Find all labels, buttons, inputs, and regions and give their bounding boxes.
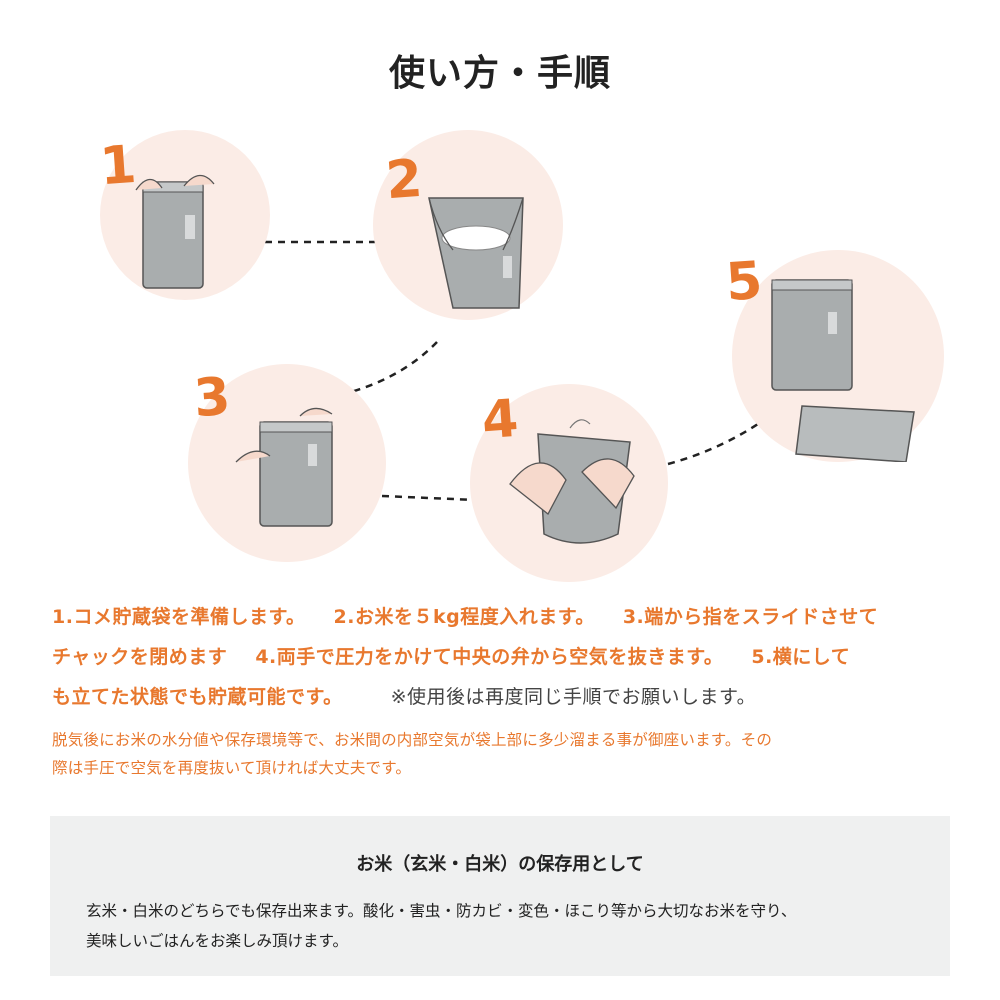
instruction-step-3a: 3.端から指をスライドさせて — [622, 606, 879, 628]
step-2-circle — [373, 130, 563, 320]
sliding-zipper-bag-icon — [235, 407, 333, 527]
info-body-line-2: 美味しいごはんをお楽しみ頂けます。 — [86, 932, 348, 950]
instruction-step-4: 4.両手で圧力をかけて中央の弁から空気を抜きます。 — [255, 646, 724, 668]
step-1-number: 1 — [97, 134, 139, 198]
storage-info-box: お米（玄米・白米）の保存用として 玄米・白米のどちらでも保存出来ます。酸化・害虫… — [50, 816, 950, 976]
page-title: 使い方・手順 — [388, 53, 611, 94]
instruction-step-1: 1.コメ貯蔵袋を準備します。 — [52, 606, 306, 628]
reuse-note: ※使用後は再度同じ手順でお願いします。 — [390, 686, 757, 708]
instruction-line-3: も立てた状態でも貯蔵可能です。 ※使用後は再度同じ手順でお願いします。 — [52, 677, 952, 717]
info-box-title: お米（玄米・白米）の保存用として — [356, 854, 644, 875]
step-3-circle — [188, 364, 386, 562]
air-notice: 脱気後にお米の水分値や保存環境等で、お米間の内部空気が袋上部に多少溜まる事が御座… — [52, 726, 952, 782]
instruction-step-3b: チャックを閉めます — [52, 646, 228, 668]
notice-line-2: 際は手圧で空気を再度抜いて頂ければ大丈夫です。 — [52, 759, 412, 777]
dashed-connectors — [265, 240, 765, 502]
step-5-number: 5 — [723, 250, 765, 314]
info-box-body: 玄米・白米のどちらでも保存出来ます。酸化・害虫・防カビ・変色・ほこり等から大切な… — [86, 896, 916, 956]
steps-diagram: 1 2 3 4 — [0, 120, 1000, 582]
hands-opening-bag-icon — [135, 174, 215, 289]
hands-pressing-bag-icon — [509, 419, 635, 544]
step-4-circle — [470, 384, 668, 582]
instruction-line-2: チャックを閉めます 4.両手で圧力をかけて中央の弁から空気を抜きます。 5.横にして — [52, 637, 952, 677]
instruction-text: 1.コメ貯蔵袋を準備します。 2.お米を５kg程度入れます。 3.端から指をスライド… — [52, 597, 952, 717]
instruction-step-5b: も立てた状態でも貯蔵可能です。 — [52, 686, 343, 708]
step-4-number: 4 — [479, 388, 521, 452]
info-body-line-1: 玄米・白米のどちらでも保存出来ます。酸化・害虫・防カビ・変色・ほこり等から大切な… — [86, 902, 797, 920]
instruction-line-1: 1.コメ貯蔵袋を準備します。 2.お米を５kg程度入れます。 3.端から指をスライド… — [52, 597, 952, 637]
step-5-circle — [732, 250, 944, 463]
step-1-circle — [100, 130, 270, 300]
rice-filled-bag-icon — [428, 197, 524, 309]
step-2-number: 2 — [383, 148, 425, 212]
step-3-number: 3 — [191, 366, 233, 430]
notice-line-1: 脱気後にお米の水分値や保存環境等で、お米間の内部空気が袋上部に多少溜まる事が御座… — [52, 731, 773, 749]
instruction-step-5a: 5.横にして — [751, 646, 851, 668]
standing-and-flat-bag-icon — [771, 279, 915, 463]
instruction-step-2: 2.お米を５kg程度入れます。 — [333, 606, 595, 628]
